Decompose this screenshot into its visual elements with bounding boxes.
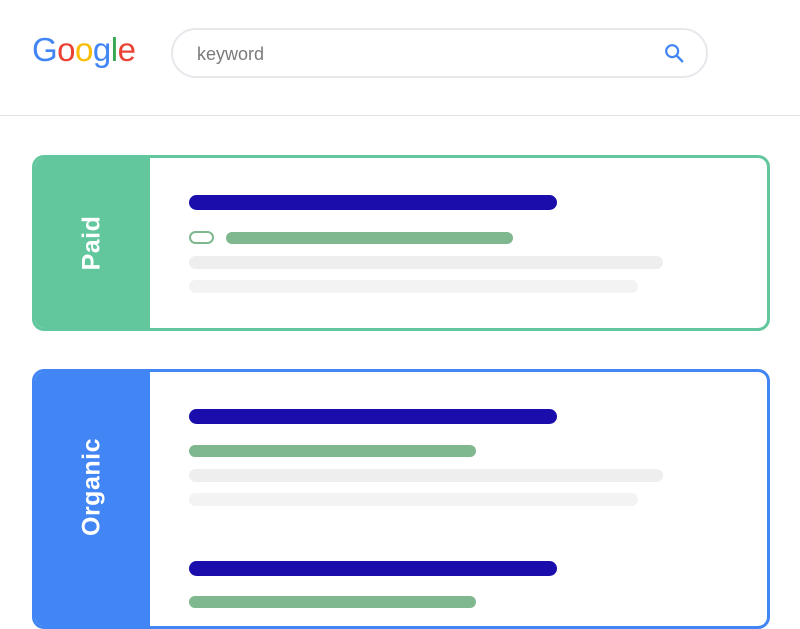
paid-result-description-line-1 [189, 256, 663, 269]
paid-result-url [226, 232, 513, 244]
organic-result-1-title[interactable] [189, 409, 557, 424]
organic-result-card[interactable]: Organic [32, 369, 770, 629]
logo-letter-o1: o [57, 31, 76, 68]
logo-letter-o2: o [75, 31, 93, 68]
logo-letter-e: e [117, 31, 136, 68]
logo-letter-l: l [110, 31, 118, 68]
logo-letter-g2: g [92, 31, 111, 68]
search-icon[interactable] [663, 42, 685, 64]
organic-result-2-url [189, 596, 476, 608]
paid-result-card[interactable]: Paid [32, 155, 770, 331]
search-input[interactable] [197, 42, 637, 66]
organic-result-2-title[interactable] [189, 561, 557, 576]
ad-badge [189, 231, 214, 244]
search-header: Google [0, 0, 800, 116]
search-box[interactable] [171, 28, 708, 78]
organic-label: Organic [77, 438, 106, 536]
organic-result-1-description-line-1 [189, 469, 663, 482]
organic-result-1-url [189, 445, 476, 457]
logo-letter-g: G [32, 31, 58, 68]
paid-label: Paid [77, 215, 106, 271]
paid-result-title[interactable] [189, 195, 557, 210]
organic-side-panel: Organic [35, 372, 150, 626]
paid-result-description-line-2 [189, 280, 638, 293]
google-logo[interactable]: Google [32, 30, 136, 70]
organic-result-1-description-line-2 [189, 493, 638, 506]
paid-side-panel: Paid [35, 158, 150, 328]
